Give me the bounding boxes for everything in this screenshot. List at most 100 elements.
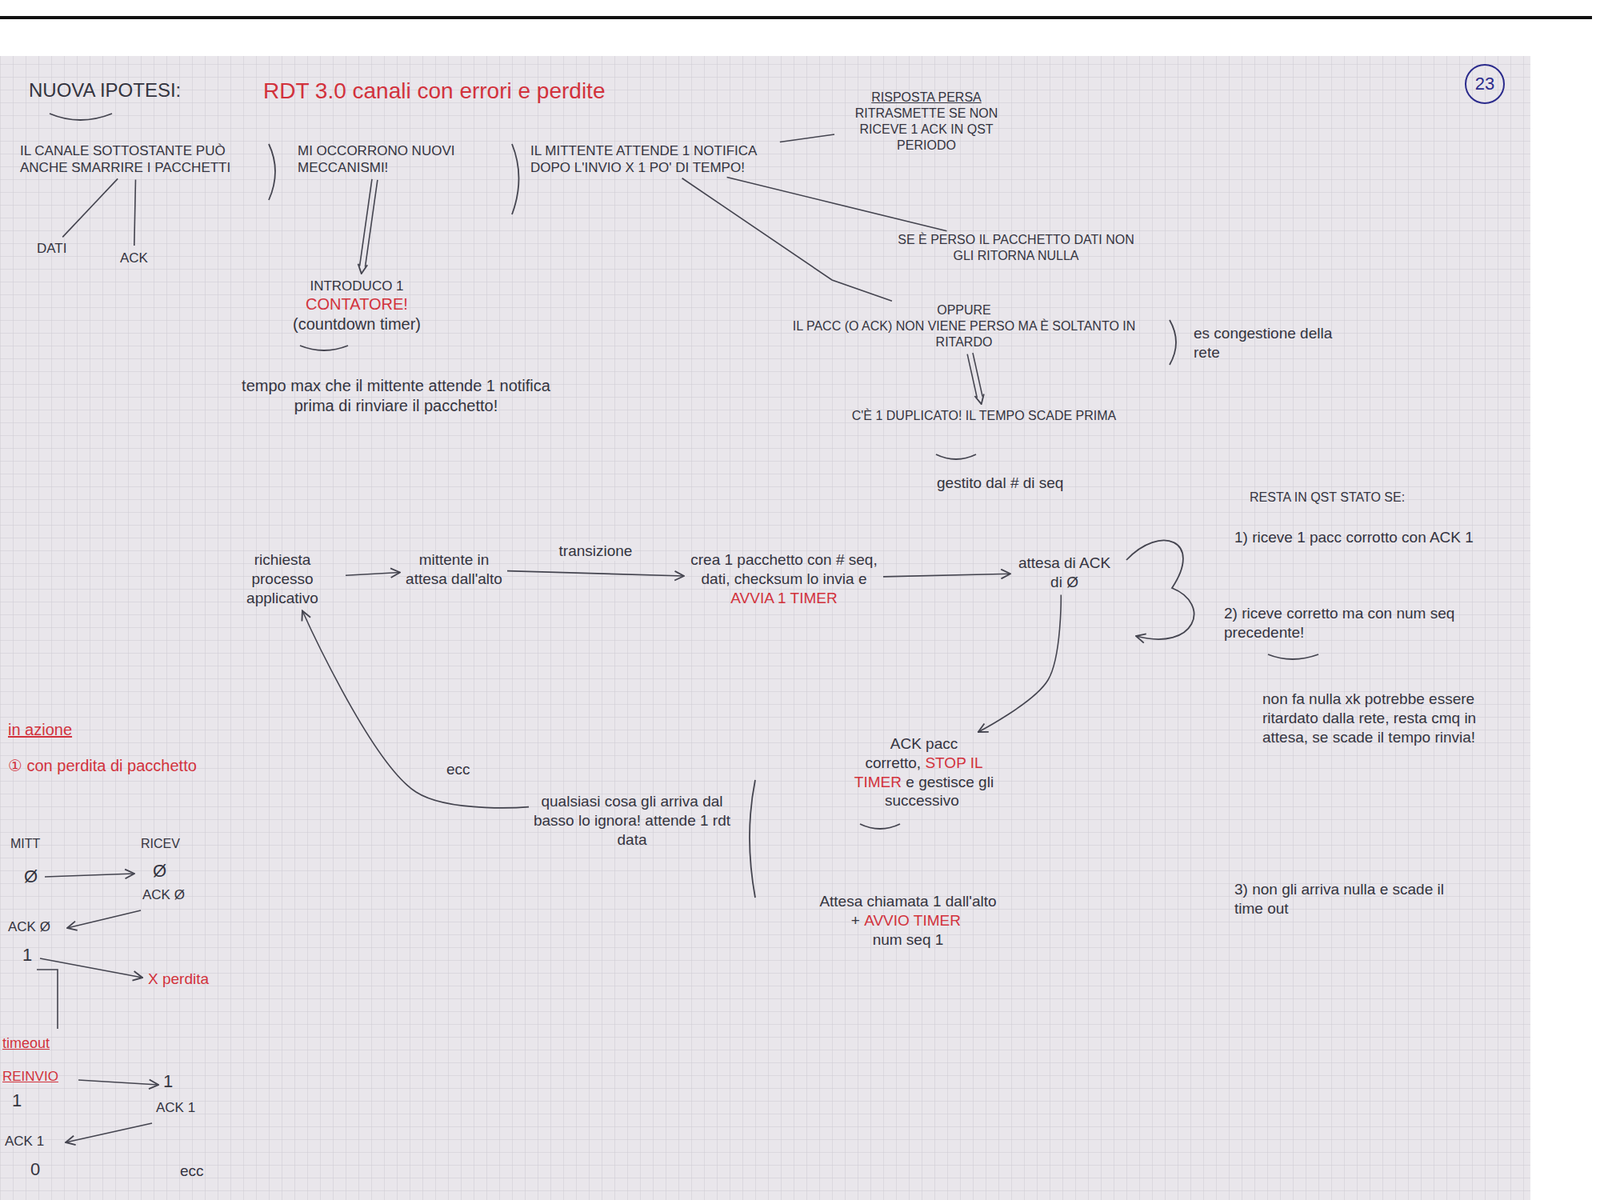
connector (967, 352, 983, 404)
connector (302, 610, 529, 808)
connector-line (62, 178, 118, 237)
note-block: attesa di ACK di Ø (1014, 553, 1115, 592)
note-block: SE È PERSO IL PACCHETTO DATI NON GLI RIT… (888, 232, 1144, 264)
paper-grid (0, 56, 1531, 1200)
note-label: 1 (163, 1070, 173, 1093)
connector (727, 176, 948, 231)
connector-head (361, 179, 376, 274)
note-block: INTRODUCO 1CONTATORE!(countdown timer) (236, 277, 477, 335)
top-rule (0, 16, 1592, 20)
brace-arc (1268, 654, 1319, 660)
connector-line (682, 178, 892, 302)
note-label: ACK Ø (8, 918, 51, 936)
note-block: MI OCCORRONO NUOVI MECCANISMI! (297, 142, 458, 177)
note-label: timeout (2, 1034, 50, 1053)
note-label: 0 (30, 1158, 40, 1181)
connector (62, 178, 118, 237)
note-text: RITRASMETTE SE NON RICEVE 1 ACK IN QST P… (838, 105, 1015, 154)
note-text: crea 1 pacchetto con # seq, dati, checks… (688, 550, 880, 589)
connector-line (972, 352, 983, 396)
note-label: 1) riceve 1 pacc corrotto con ACK 1 (1234, 528, 1491, 548)
bracket (749, 780, 756, 898)
connector-head (970, 353, 982, 404)
sequence-arrow (40, 958, 143, 978)
connector-line (134, 179, 136, 246)
note-label: RICEV (140, 836, 180, 852)
note-text: mittente in attesa dall'alto (404, 550, 504, 589)
brace-arc (49, 113, 112, 120)
connector-label: transizione (556, 541, 636, 561)
note-label: tempo max che il mittente attende 1 noti… (232, 376, 560, 416)
connector-line (883, 573, 1011, 577)
connector (360, 179, 378, 274)
bracket (268, 144, 276, 200)
note-text: Attesa chiamata 1 dall'alto (800, 892, 1016, 912)
note-block: C'È 1 DUPLICATO! IL TEMPO SCADE PRIMA (824, 408, 1144, 424)
sequence-arrow (44, 873, 135, 877)
note-label: es congestione della rete (1193, 324, 1338, 363)
sequence-arrow (65, 1123, 152, 1143)
note-block: DATI (36, 240, 67, 257)
connector-line (345, 572, 400, 576)
note-text: (countdown timer) (236, 314, 477, 335)
note-text: DATI (36, 240, 67, 257)
note-label: RESTA IN QST STATO SE: (1249, 489, 1405, 506)
note-block: crea 1 pacchetto con # seq, dati, checks… (688, 550, 880, 608)
note-text: + (851, 912, 860, 929)
note-block: richiesta processo applicativo (222, 550, 343, 608)
connector (345, 572, 400, 576)
note-text: INTRODUCO 1 (236, 277, 477, 295)
note-block: OPPUREIL PACC (O ACK) NON VIENE PERSO MA… (780, 302, 1148, 351)
bracket (1169, 320, 1176, 365)
connector (507, 571, 684, 576)
brace-arc (860, 824, 900, 829)
note-text: qualsiasi cosa gli arriva dal basso lo i… (532, 792, 732, 849)
note-label: 1 (12, 1089, 22, 1112)
note-text: C'È 1 DUPLICATO! IL TEMPO SCADE PRIMA (824, 408, 1144, 424)
note-label: 3) non gli arriva nulla e scade il time … (1234, 880, 1475, 919)
note-label: Ø (24, 865, 38, 888)
note-label: in azione (8, 720, 72, 740)
connector (978, 594, 1062, 732)
note-text: IL MITTENTE ATTENDE 1 NOTIFICA DOPO L'IN… (530, 142, 779, 177)
note-text: MI OCCORRONO NUOVI MECCANISMI! (297, 142, 458, 177)
note-block: mittente in attesa dall'alto (404, 550, 504, 589)
note-text: num seq 1 (800, 930, 1016, 950)
connector (682, 178, 892, 302)
note-label: 1 (22, 944, 32, 967)
note-block: ACK (120, 249, 148, 267)
note-block: IL MITTENTE ATTENDE 1 NOTIFICA DOPO L'IN… (530, 142, 779, 177)
note-text: ACK (120, 249, 148, 267)
connector-line (978, 594, 1062, 732)
connector (134, 179, 136, 246)
page-number-circle (1465, 64, 1504, 104)
sequence-arrow (78, 1080, 159, 1085)
note-text: AVVIO TIMER (864, 912, 961, 929)
connector (780, 134, 835, 142)
self-loop (1126, 540, 1195, 640)
note-label: X perdita (148, 969, 209, 989)
connector-line (727, 176, 948, 231)
note-label: ACK Ø (142, 886, 185, 904)
note-label: ACK 1 (4, 1132, 44, 1150)
note-text: IL CANALE SOTTOSTANTE PUÒ ANCHE SMARRIRE… (20, 142, 252, 177)
page-title: RDT 3.0 canali con errori e perdite (263, 76, 605, 105)
note-label: MITT (10, 836, 40, 852)
note-text: OPPURE (780, 302, 1148, 319)
connector-line (967, 354, 977, 398)
note-text: RISPOSTA PERSA (838, 89, 1015, 106)
note-text: IL PACC (O ACK) NON VIENE PERSO MA È SOL… (780, 318, 1148, 351)
note-label: ACK 1 (156, 1099, 196, 1116)
note-label: gestito dal # di seq (936, 473, 1064, 493)
note-text: attesa di ACK di Ø (1014, 553, 1115, 592)
note-label: 23 (1475, 72, 1495, 96)
note-label: ecc (180, 1161, 204, 1181)
timeline-line (36, 969, 58, 1029)
note-label: REINVIO (2, 1068, 59, 1085)
brace-arc (300, 345, 348, 351)
note-label: ① con perdita di pacchetto (8, 756, 208, 776)
brace-arc (936, 454, 976, 460)
note-label: NUOVA IPOTESI: (28, 78, 181, 103)
note-text: richiesta processo applicativo (222, 550, 343, 608)
